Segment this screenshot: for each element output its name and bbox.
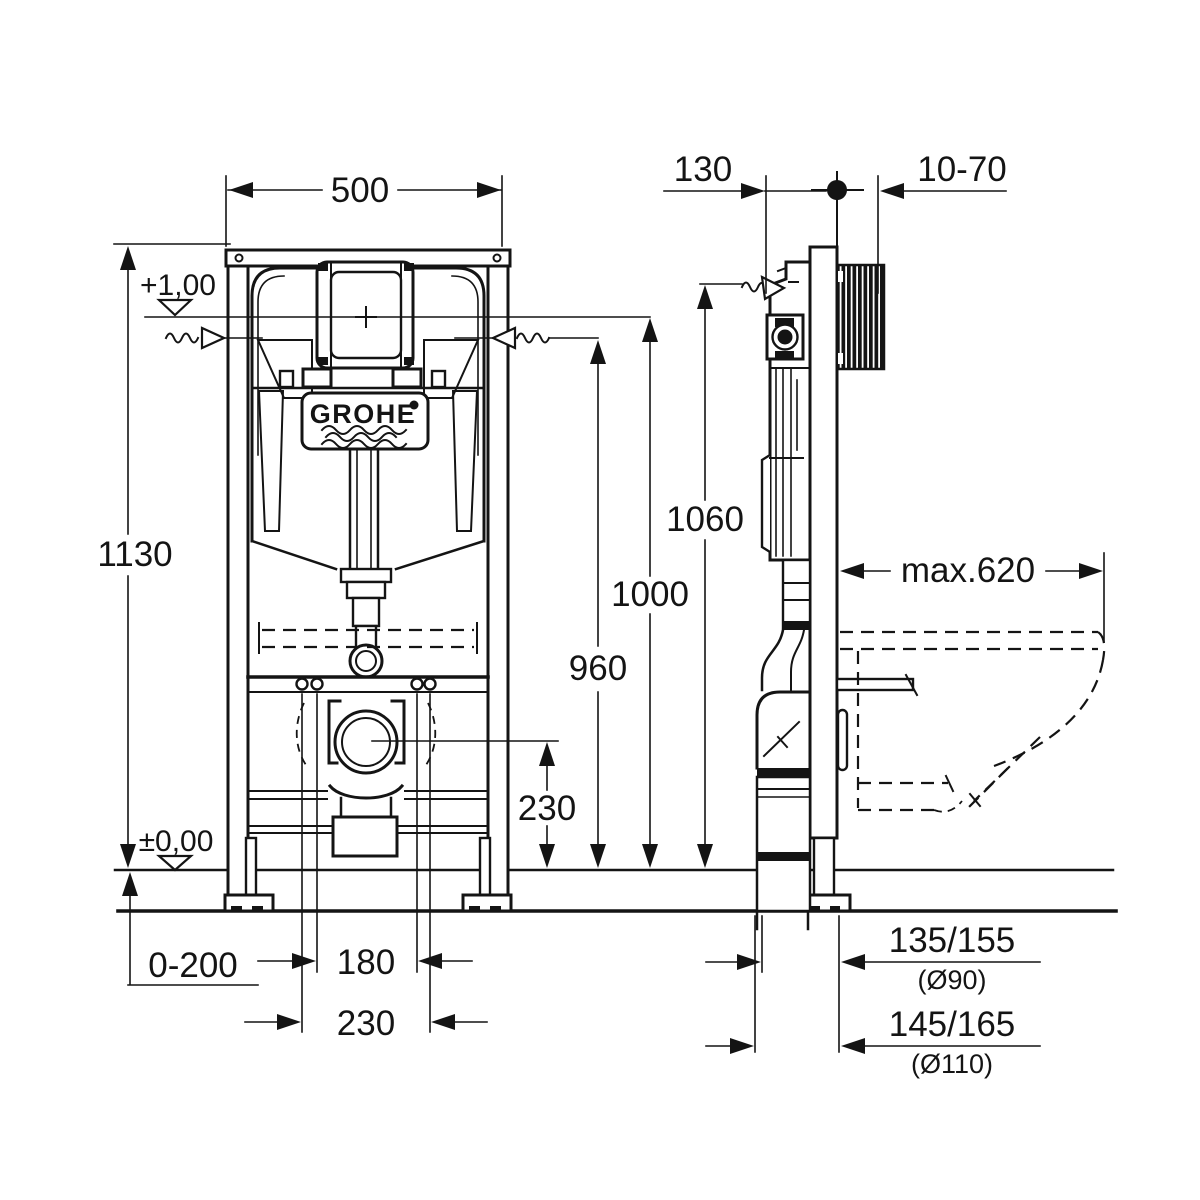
fixing-stud <box>423 677 437 691</box>
fixing-stud <box>410 677 424 691</box>
dim-stud-spacing-wide: 230 <box>337 1004 395 1043</box>
break-arrow-icon <box>200 326 227 350</box>
registered-dot-icon <box>409 400 419 410</box>
drain-pipe-side <box>755 775 812 913</box>
frame-upright-left <box>226 248 250 897</box>
dim-wall-finish-range: 10-70 <box>917 150 1007 189</box>
datum-triangle-icon <box>156 298 194 317</box>
dim-max-bowl-depth: max.620 <box>901 551 1035 590</box>
break-arrow-icon <box>490 326 517 350</box>
dim-water-connection-height: 960 <box>569 649 627 688</box>
dim-drain-offset-d110: 145/165 <box>889 1005 1016 1044</box>
dim-datum-top: +1,00 <box>140 269 216 302</box>
front-view: GROHE <box>223 248 513 913</box>
flush-pipe-grommet <box>348 643 384 679</box>
dim-frame-width: 500 <box>331 171 389 210</box>
datum-triangle-icon <box>156 854 194 872</box>
frame-rail-side <box>808 245 839 840</box>
wall-finish-block <box>836 263 886 371</box>
floor-lines <box>113 868 1118 913</box>
logo-waves-icon <box>320 425 408 435</box>
dim-drain-center-height: 230 <box>518 789 576 828</box>
brand-label: GROHE <box>310 399 417 429</box>
dim-foot-adjustment: 0-200 <box>148 946 238 985</box>
fixing-stud <box>310 677 324 691</box>
wc-bowl-ghost <box>840 630 1106 813</box>
dim-drain-diameter-90: (Ø90) <box>917 965 986 995</box>
dim-frame-depth: 130 <box>674 150 732 189</box>
drain-socket <box>333 709 399 775</box>
dim-drain-diameter-110: (Ø110) <box>911 1049 993 1079</box>
brand-badge <box>300 391 430 451</box>
break-squiggle-icon <box>164 332 200 344</box>
frame-upright-right <box>486 248 510 897</box>
dimension-layer: +1,00 ±0,00 500 1130 960 <box>97 150 1105 1079</box>
bowl-bracket-tab <box>836 708 849 772</box>
side-view <box>755 245 919 931</box>
break-arrow-icon <box>760 275 787 301</box>
dim-frame-top-height: 1060 <box>666 500 744 539</box>
dim-drain-offset-d90: 135/155 <box>889 921 1016 960</box>
dim-flush-plate-height: 1000 <box>611 575 689 614</box>
dim-frame-height: 1130 <box>97 535 172 574</box>
dim-stud-spacing-narrow: 180 <box>337 943 395 982</box>
drain-elbow-box <box>331 815 399 858</box>
dim-datum-floor: ±0,00 <box>139 825 214 858</box>
flush-spigot <box>835 677 915 692</box>
fixing-stud <box>295 677 309 691</box>
break-squiggle-icon <box>740 281 767 293</box>
break-squiggle-icon <box>515 332 551 344</box>
